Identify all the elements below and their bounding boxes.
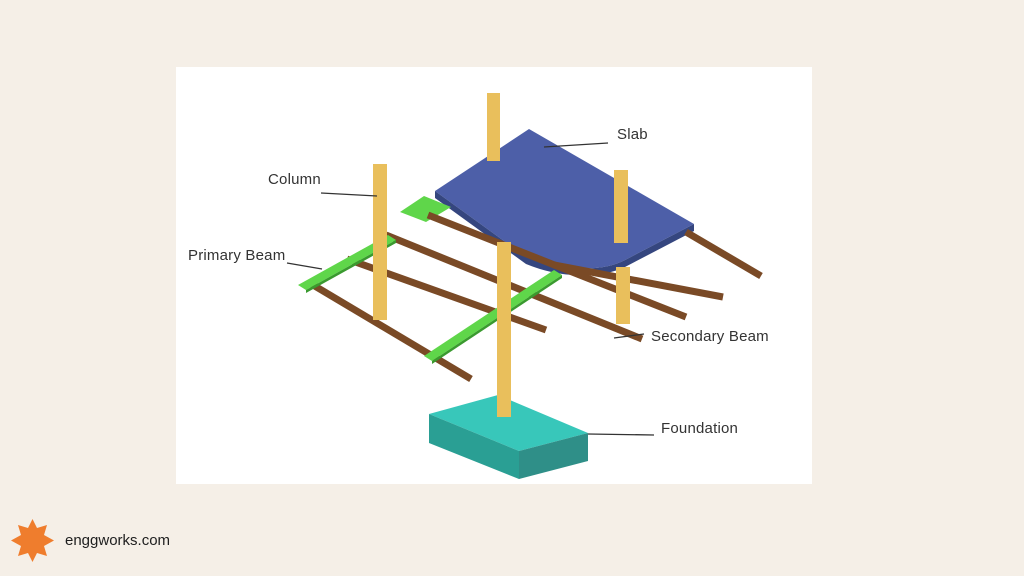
column-label: Column	[268, 171, 321, 188]
secondary-beams	[306, 211, 763, 383]
slab-leader-line	[543, 142, 609, 148]
columns	[373, 93, 630, 417]
foundation-label: Foundation	[661, 420, 738, 437]
foundation-block	[429, 395, 588, 479]
primary-beam-leader-line	[286, 262, 323, 270]
column-right-top	[614, 170, 628, 243]
structural-frame-diagram: Slab Column Primary Beam Secondary Beam …	[188, 93, 769, 479]
column-right-lower	[616, 267, 630, 324]
diagram-panel: Slab Column Primary Beam Secondary Beam …	[176, 67, 812, 484]
secondary-beam-6	[684, 228, 763, 280]
column-back	[487, 93, 500, 161]
starburst-logo-icon	[11, 519, 54, 562]
brand-footer: enggworks.com	[10, 518, 170, 563]
slab-edge	[435, 191, 694, 276]
primary-beam-link	[400, 196, 451, 222]
leader-lines	[286, 142, 655, 436]
secondary-beam-label: Secondary Beam	[651, 328, 769, 345]
slab-label: Slab	[617, 126, 648, 143]
column-front	[497, 242, 511, 417]
primary-beam-right	[424, 270, 562, 361]
foundation-top	[429, 395, 588, 451]
foundation-front	[429, 414, 519, 479]
slab-top	[435, 129, 694, 269]
secondary-beam-5	[553, 261, 724, 301]
floor-slab	[435, 129, 694, 276]
secondary-beam-1	[306, 278, 473, 383]
brand-name: enggworks.com	[65, 532, 171, 549]
foundation-leader-line	[587, 433, 655, 436]
secondary-beam-3	[384, 231, 644, 343]
secondary-beam-leader-line	[613, 333, 645, 339]
column-leader-line	[320, 192, 378, 197]
column-left	[373, 164, 387, 320]
primary-beam-label: Primary Beam	[188, 247, 285, 264]
primary-beam-left	[298, 235, 396, 290]
foundation-side	[519, 433, 588, 479]
